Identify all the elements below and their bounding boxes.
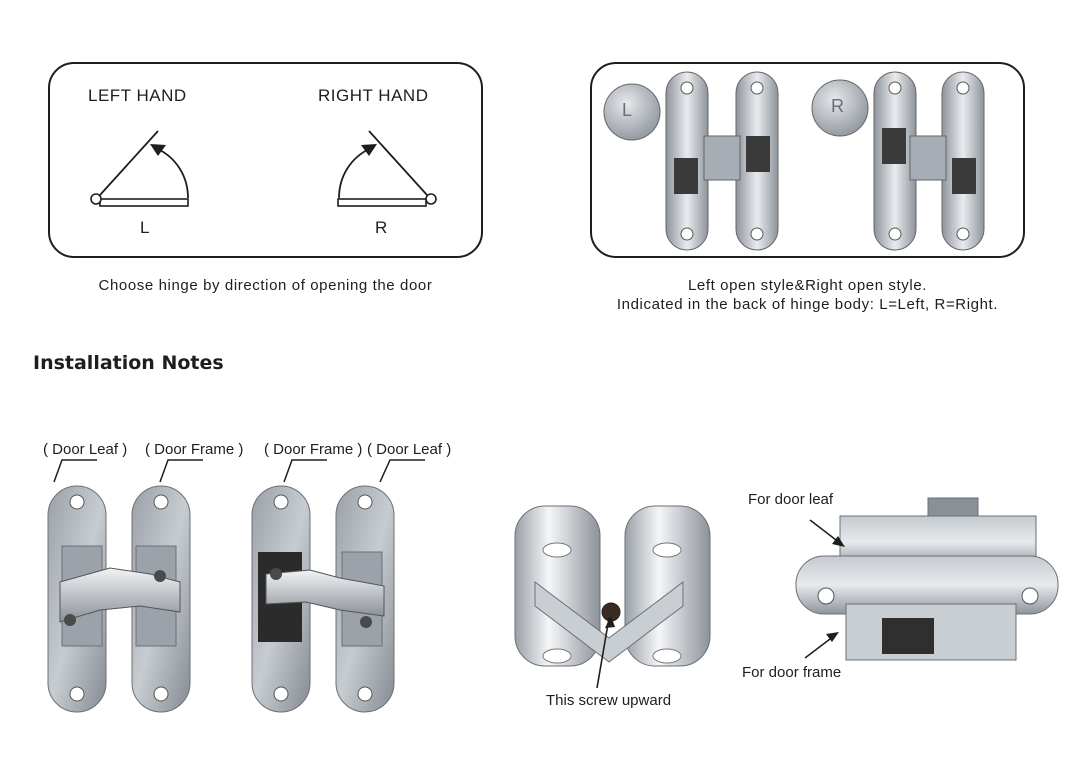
right-letter: R <box>375 218 388 237</box>
marking-caption-line1: Left open style&Right open style. <box>687 277 928 294</box>
for-door-frame-label: For door frame <box>742 664 842 681</box>
top-view-hinge-photo <box>795 497 1059 661</box>
marked-hinges-photo <box>603 71 985 251</box>
marking-panel: L R <box>590 62 1025 258</box>
screw-upward-note: This screw upward <box>546 692 672 709</box>
for-door-leaf-label: For door leaf <box>748 491 834 508</box>
label-door-leaf-1: ( Door Leaf ) <box>43 441 128 458</box>
label-door-frame-2: ( Door Frame ) <box>264 441 363 458</box>
right-hand-title: RIGHT HAND <box>318 86 429 105</box>
left-badge-letter: L <box>622 100 633 120</box>
left-hinge-pair <box>665 71 779 251</box>
label-door-leaf-2: ( Door Leaf ) <box>367 441 452 458</box>
marking-caption-line2: Indicated in the back of hinge body: L=L… <box>616 296 999 313</box>
installation-heading: Installation Notes <box>33 352 224 374</box>
left-letter: L <box>140 218 150 237</box>
left-hand-title: LEFT HAND <box>88 86 187 105</box>
right-hinge-pair <box>873 71 985 251</box>
hand-direction-panel: LEFT HAND RIGHT HAND L R <box>48 62 483 258</box>
right-badge-letter: R <box>831 96 844 116</box>
installation-hinges-photo <box>47 485 395 713</box>
left-hand-diagram <box>90 130 189 207</box>
direction-caption: Choose hinge by direction of opening the… <box>98 277 433 294</box>
folded-hinge-photo <box>514 505 711 689</box>
label-door-frame-1: ( Door Frame ) <box>145 441 244 458</box>
right-hand-diagram <box>337 130 437 207</box>
